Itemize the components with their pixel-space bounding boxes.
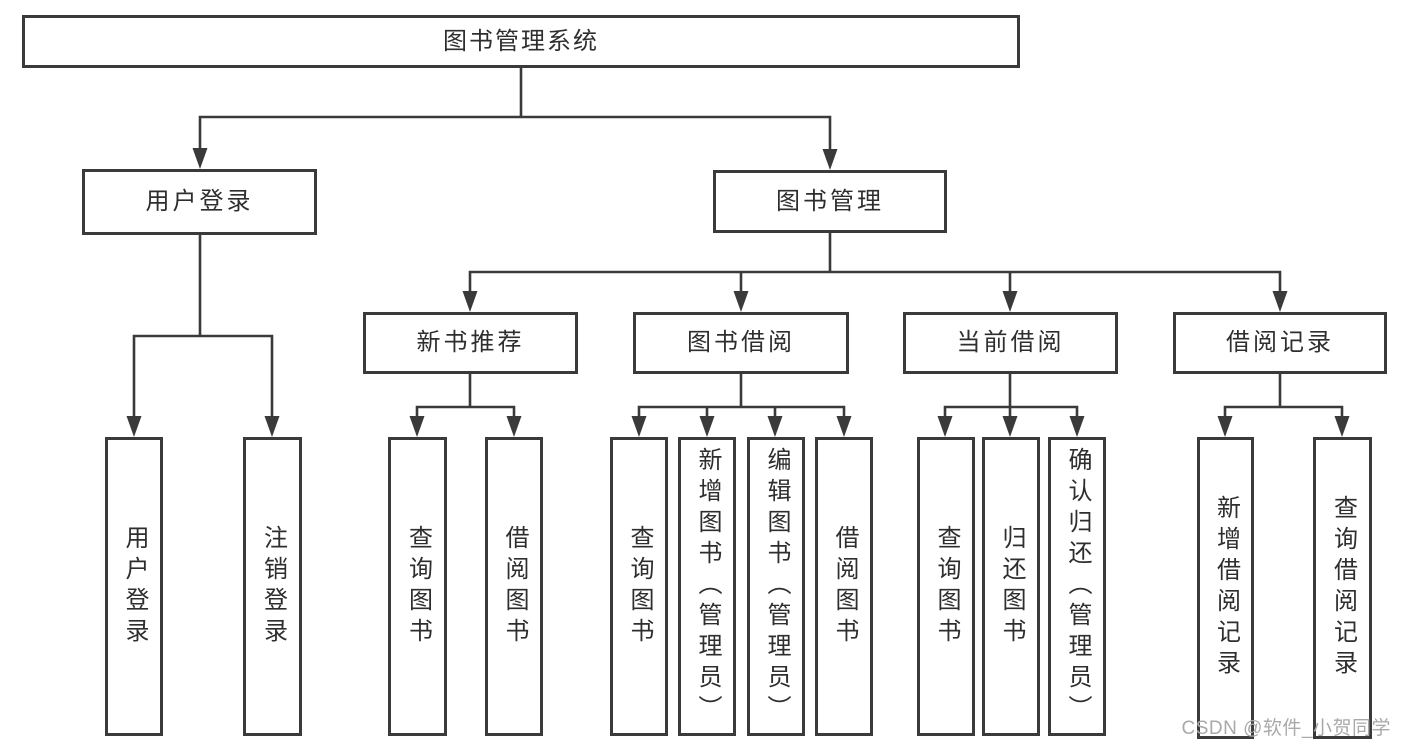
node-user-login: 用户登录 [82,169,317,235]
node-book-borrowing: 图书借阅 [633,312,849,374]
leaf-add-borrow-record: 新增借阅记录 [1197,437,1254,739]
leaf-logout: 注销登录 [243,437,302,736]
leaf-return-book: 归还图书 [982,437,1040,736]
leaf-query-borrow-record: 查询借阅记录 [1313,437,1372,739]
leaf-query-books-recommend: 查询图书 [388,437,447,736]
node-borrowing-records: 借阅记录 [1173,312,1387,374]
csdn-watermark: CSDN @软件_小贺同学 [1181,718,1391,739]
leaf-confirm-return-admin: 确认归还（管理员） [1048,437,1106,736]
leaf-add-book-admin: 新增图书（管理员） [678,437,736,736]
leaf-edit-book-admin: 编辑图书（管理员） [747,437,805,736]
leaf-query-books-borrowing: 查询图书 [610,437,668,736]
node-current-borrowing: 当前借阅 [903,312,1118,374]
node-new-book-recommend: 新书推荐 [363,312,578,374]
leaf-user-login: 用户登录 [105,437,163,736]
node-book-management: 图书管理 [713,170,947,233]
leaf-borrow-books: 借阅图书 [815,437,873,736]
leaf-query-books-current: 查询图书 [917,437,975,736]
node-library-management-system: 图书管理系统 [22,15,1020,68]
leaf-borrow-books-recommend: 借阅图书 [485,437,543,736]
